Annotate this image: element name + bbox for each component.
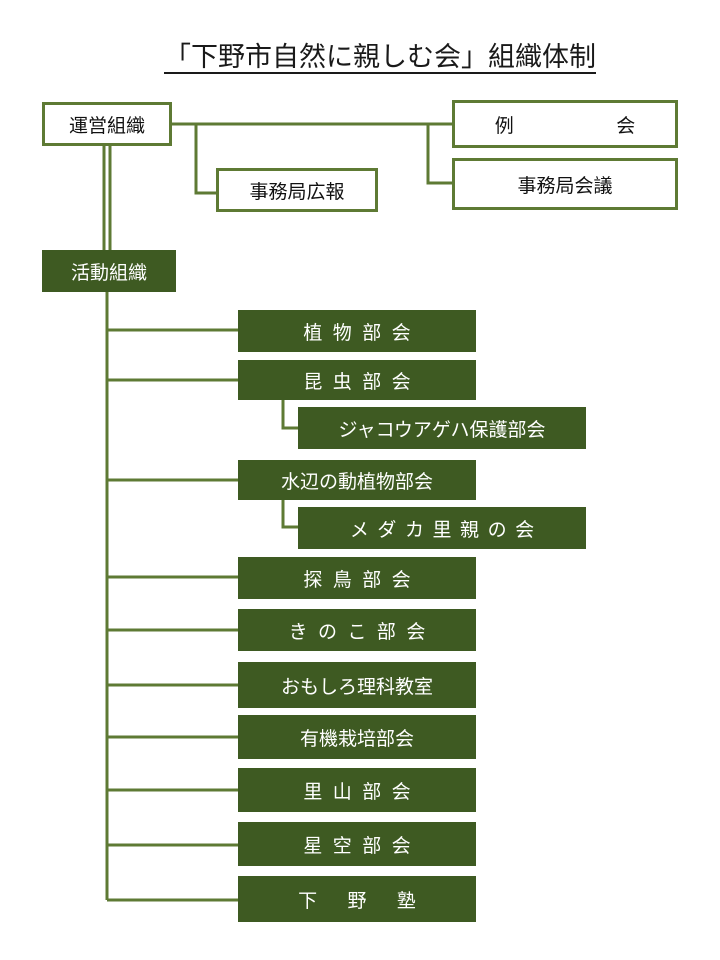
juku-box: 下野塾 (238, 876, 476, 922)
insects-box: 昆虫部会 (238, 360, 476, 400)
connector-office-pr (194, 124, 218, 195)
stars-box: 星空部会 (238, 822, 476, 866)
regular-meeting-box: 例 会 (452, 100, 678, 148)
office-meeting-box: 事務局会議 (452, 158, 678, 210)
satoyama-box: 里山部会 (238, 768, 476, 812)
management-root-box: 運営組織 (42, 102, 172, 146)
waterside-box: 水辺の動植物部会 (238, 460, 476, 500)
mushrooms-box: きのこ部会 (238, 609, 476, 651)
butterfly-box: ジャコウアゲハ保護部会 (298, 407, 586, 449)
page-title: 「下野市自然に親しむ会」組織体制 (164, 42, 596, 73)
organic-box: 有機栽培部会 (238, 715, 476, 759)
medaka-box: メダカ里親の会 (298, 507, 586, 549)
birds-box: 探鳥部会 (238, 557, 476, 599)
office-pr-box: 事務局広報 (216, 168, 378, 212)
connector-medaka (281, 500, 298, 529)
activities-root-box: 活動組織 (42, 250, 176, 292)
science-box: おもしろ理科教室 (238, 662, 476, 708)
connector-butterfly (281, 400, 298, 430)
connector-office-meeting (426, 124, 452, 185)
plants-box: 植物部会 (238, 310, 476, 352)
